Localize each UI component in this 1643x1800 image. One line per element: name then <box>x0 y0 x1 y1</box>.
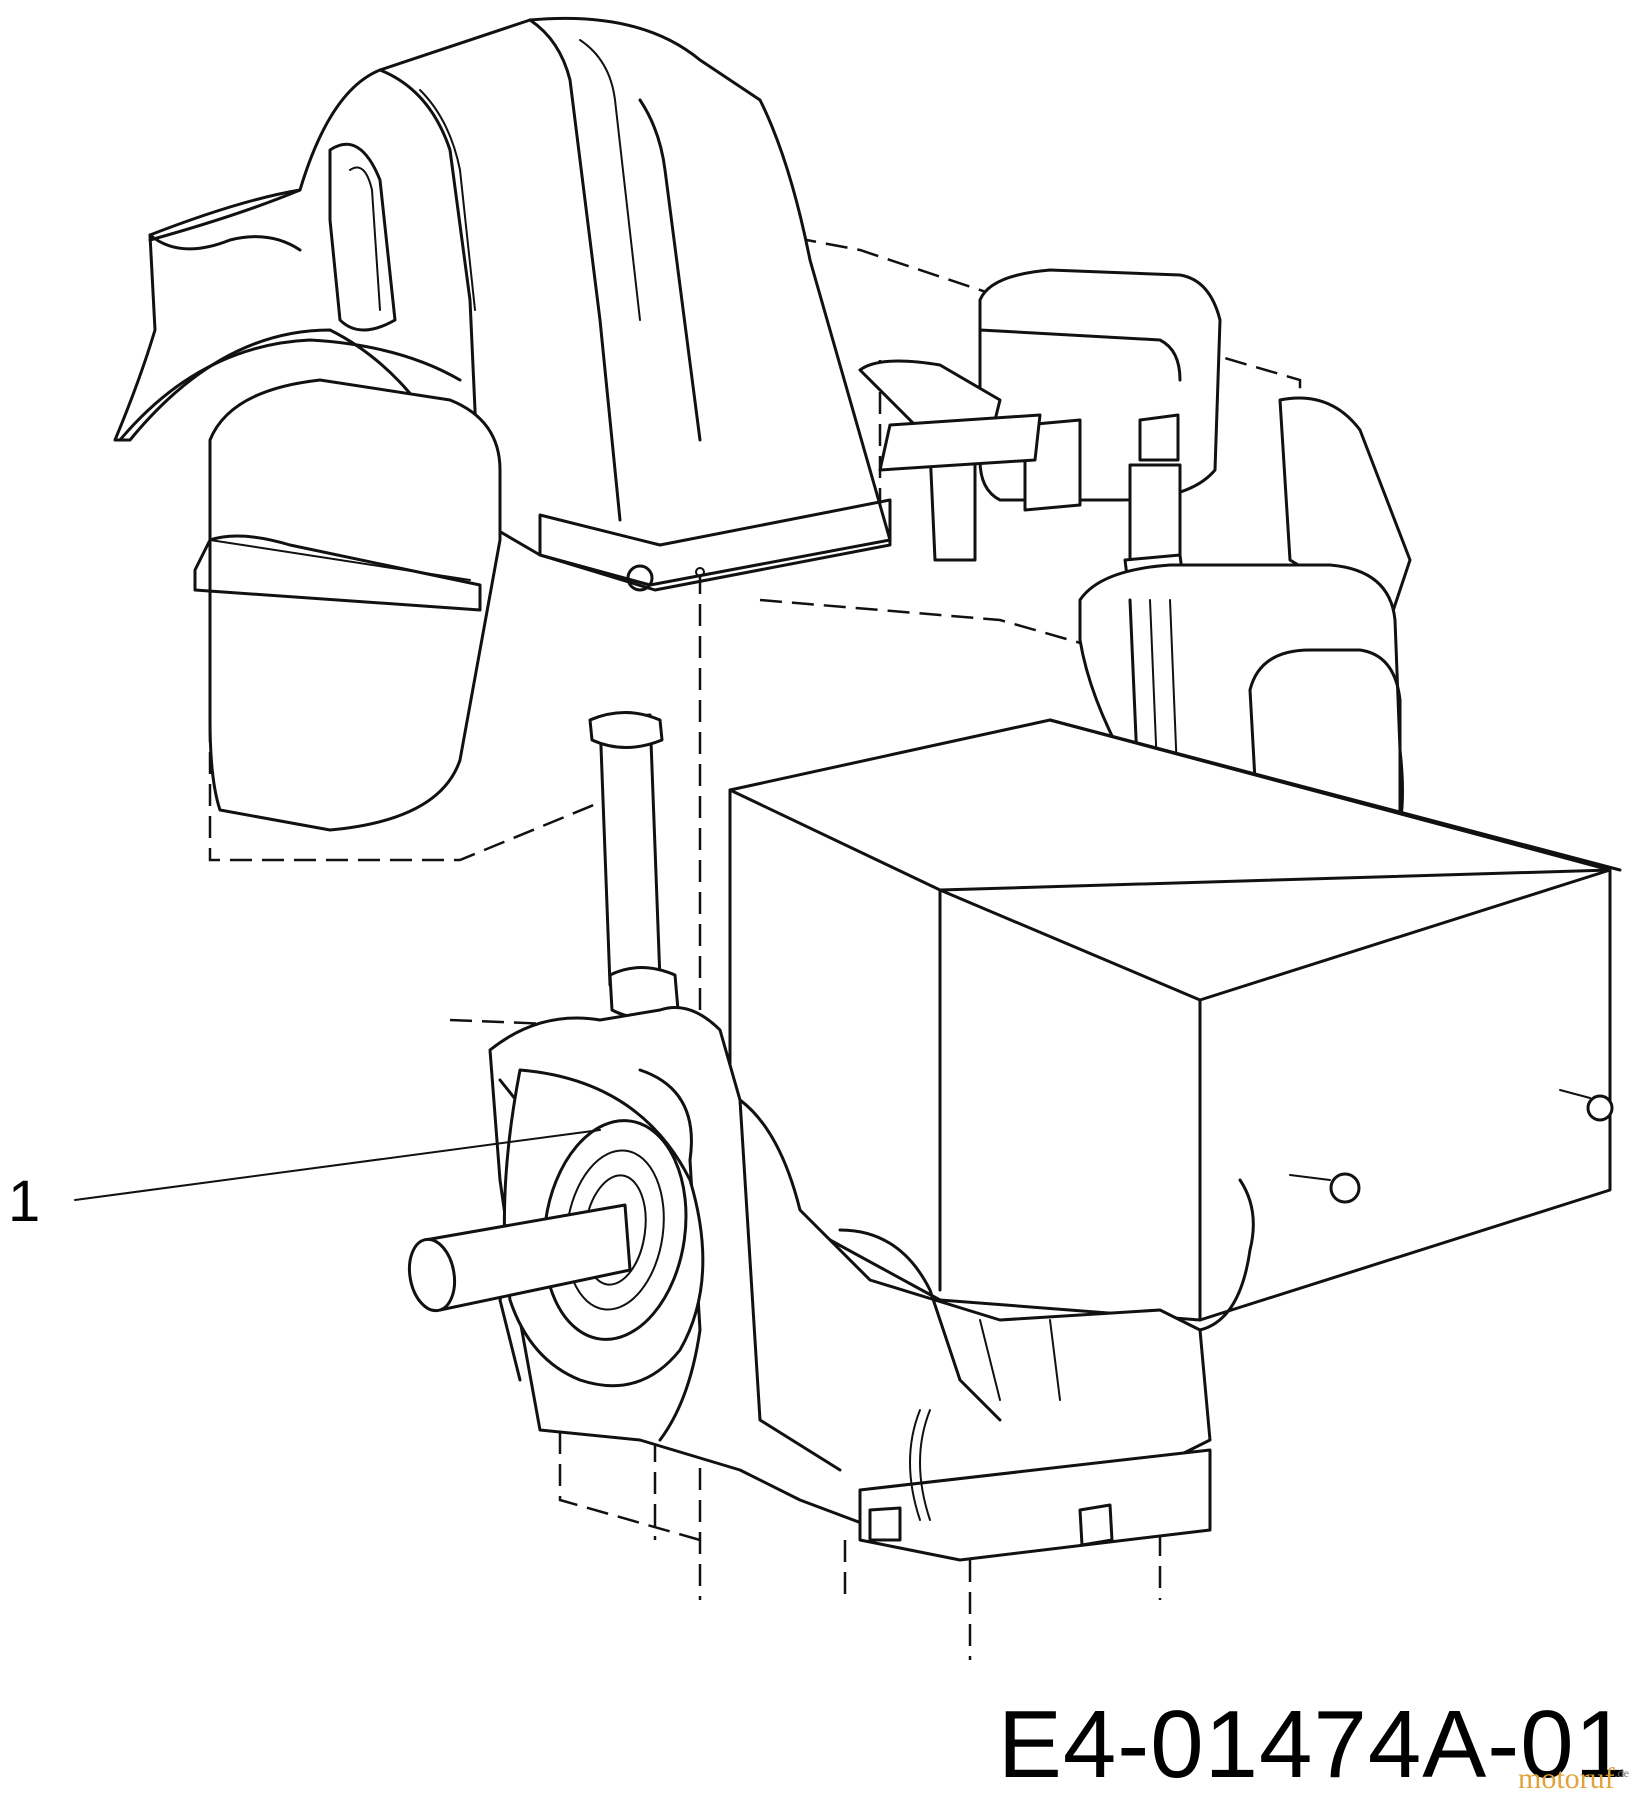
watermark-text: motoruf <box>1518 1762 1615 1795</box>
fuel-tank <box>193 378 502 832</box>
diagram-code: E4-01474A-01 <box>997 1691 1629 1798</box>
watermark: motoruf.de <box>1518 1762 1629 1796</box>
watermark-suffix: .de <box>1614 1766 1629 1780</box>
engine-block <box>728 718 1622 1322</box>
callout-leader-line <box>74 1129 601 1201</box>
crankcase <box>407 1006 1255 1562</box>
blower-housing <box>113 16 892 592</box>
dipstick-tube <box>588 711 680 1019</box>
carburetor-assembly <box>858 268 1412 622</box>
callout-number-1: 1 <box>8 1169 41 1234</box>
